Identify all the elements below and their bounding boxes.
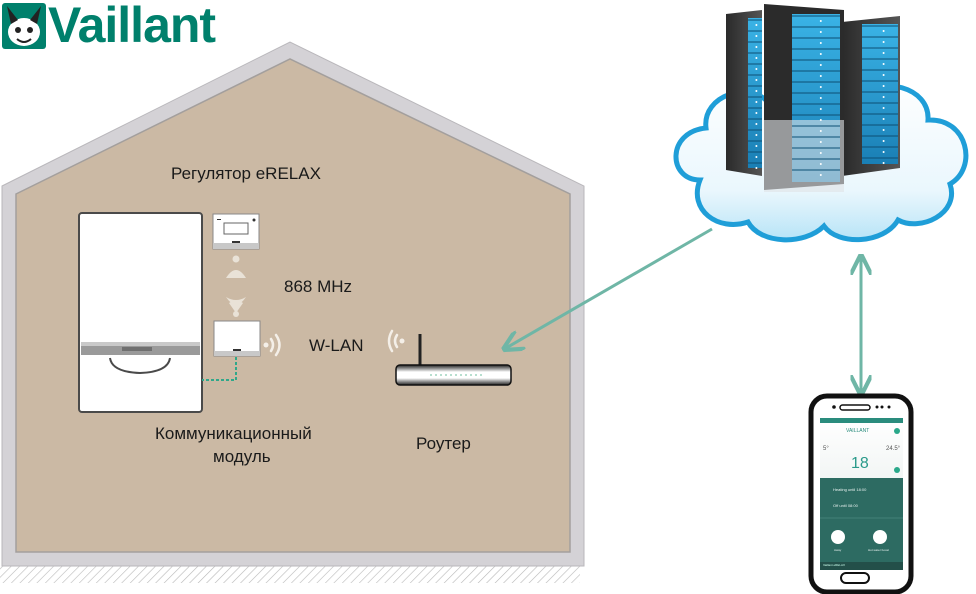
- server-led: [882, 52, 885, 54]
- server-led: [755, 68, 758, 70]
- server-led: [819, 20, 822, 22]
- server-slots: [748, 15, 898, 176]
- app-btn-2[interactable]: Hot water boost: [868, 548, 890, 552]
- erelax-controller: [212, 213, 260, 250]
- server-led: [819, 152, 822, 154]
- server-led: [755, 90, 758, 92]
- app-footer: Vaillant eRELAX: [823, 563, 845, 567]
- hare-icon: [2, 3, 46, 49]
- server-rack-right: [842, 16, 900, 176]
- app-btn-1[interactable]: Away: [834, 548, 842, 552]
- server-led: [882, 63, 885, 65]
- app-temp-left: 5°: [823, 446, 829, 452]
- server-led: [882, 41, 885, 43]
- smartphone: [808, 393, 914, 594]
- house-wall: [15, 58, 571, 553]
- server-led: [819, 64, 822, 66]
- server-led: [755, 123, 758, 125]
- app-row-2: Off until 08:00: [833, 503, 858, 508]
- server-led: [755, 35, 758, 37]
- vaillant-logo: Vaillant: [0, 0, 220, 53]
- server-led: [819, 174, 822, 176]
- router: [395, 334, 512, 386]
- server-led: [819, 31, 822, 33]
- server-led: [819, 86, 822, 88]
- server-led: [882, 30, 885, 32]
- server-led: [819, 42, 822, 44]
- server-led: [882, 74, 885, 76]
- server-led: [755, 145, 758, 147]
- app-title: VAILLANT: [846, 428, 870, 434]
- server-led: [819, 97, 822, 99]
- server-led: [882, 129, 885, 131]
- server-led: [882, 118, 885, 120]
- rf-signal-icon: [226, 255, 246, 317]
- server-led: [882, 85, 885, 87]
- server-rack-center: [764, 4, 844, 192]
- server-led: [755, 167, 758, 169]
- server-led: [819, 53, 822, 55]
- server-led: [755, 112, 758, 114]
- communication-module: [213, 320, 261, 357]
- server-led: [882, 151, 885, 153]
- server-led: [755, 101, 758, 103]
- ground-hatch: [0, 565, 580, 583]
- server-led: [819, 130, 822, 132]
- brand-name: Vaillant: [48, 0, 216, 53]
- server-led: [755, 156, 758, 158]
- server-led: [755, 79, 758, 81]
- label-frequency: 868 MHz: [284, 277, 353, 296]
- label-comm-module-1: Коммуникационный: [155, 424, 312, 443]
- app-temp-right: 24.5°: [886, 446, 901, 452]
- wifi-icon-module: [263, 333, 281, 357]
- server-led: [819, 163, 822, 165]
- label-wlan: W-LAN: [309, 336, 364, 355]
- label-comm-module-2: модуль: [213, 447, 271, 466]
- server-rack-left: [726, 10, 762, 176]
- arrow-cloud-router: [506, 227, 713, 348]
- app-setpoint: 18: [851, 455, 869, 472]
- server-led: [819, 141, 822, 143]
- label-router: Роутер: [416, 434, 471, 453]
- server-led: [755, 134, 758, 136]
- server-led: [819, 119, 822, 121]
- server-led: [755, 57, 758, 59]
- server-led: [819, 108, 822, 110]
- boiler: [78, 212, 203, 413]
- server-led: [755, 24, 758, 26]
- app-row-1: Heating until 18:00: [833, 487, 867, 492]
- server-led: [882, 96, 885, 98]
- server-led: [882, 162, 885, 164]
- server-led: [755, 46, 758, 48]
- label-controller: Регулятор eRELAX: [171, 164, 321, 183]
- wifi-icon-router: [387, 329, 405, 353]
- server-led: [882, 140, 885, 142]
- server-led: [882, 107, 885, 109]
- server-led: [819, 75, 822, 77]
- cable: [202, 357, 237, 381]
